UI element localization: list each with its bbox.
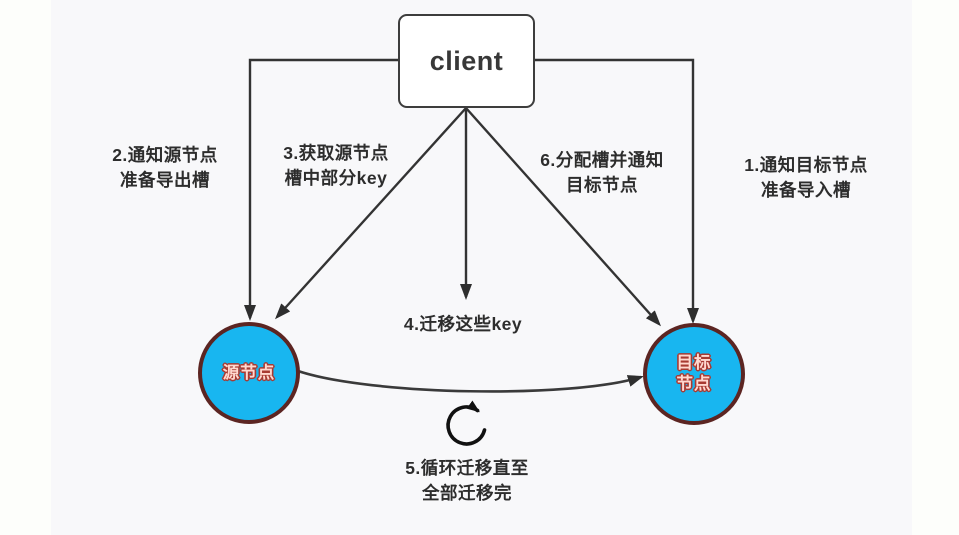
step-1-label: 1.通知目标节点 准备导入槽 [744,155,868,201]
step-5-label: 5.循环迁移直至 全部迁移完 [405,458,529,504]
client-node: client [398,14,535,108]
source-node-label: 源节点 [222,363,276,382]
target-node-label: 目标 节点 [676,354,712,393]
arrow-client-to-target-elbow [535,58,699,324]
step-2-label: 2.通知源节点 准备导出槽 [112,145,218,191]
cycle-arrow-icon [446,400,487,446]
arrow-client-to-source-elbow [244,58,398,321]
source-node: 源节点 [198,322,300,424]
arrow-source-to-target-curve [297,369,644,393]
step-4-label: 4.迁移这些key [403,314,523,334]
step-3-label: 3.获取源节点 槽中部分key [283,143,389,189]
arrow-client-to-target-diagonal [465,107,661,327]
client-node-label: client [429,45,504,76]
step-6-label: 6.分配槽并通知 目标节点 [540,150,664,196]
arrow-client-to-source-diagonal [274,107,467,320]
target-node: 目标 节点 [643,323,745,425]
